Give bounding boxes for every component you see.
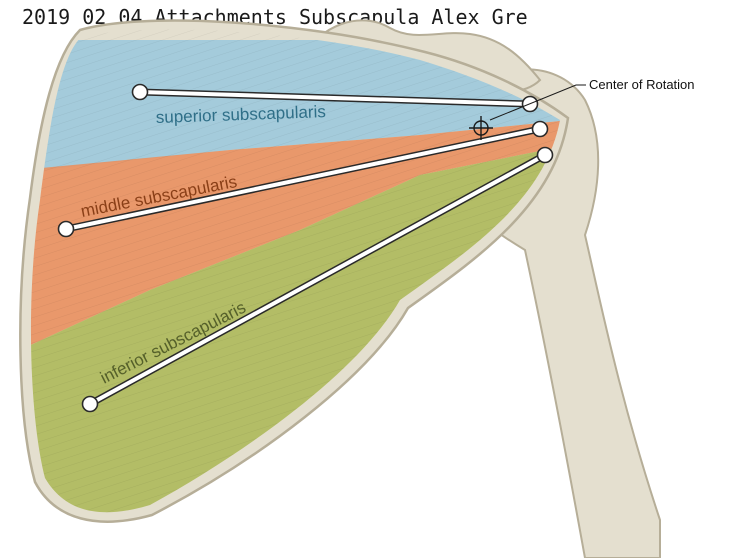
inferior-origin-point: [83, 397, 98, 412]
middle-origin-point: [59, 222, 74, 237]
center-of-rotation-label: Center of Rotation: [589, 77, 695, 92]
middle-insertion-point: [533, 122, 548, 137]
superior-origin-point: [133, 85, 148, 100]
inferior-insertion-point: [538, 148, 553, 163]
